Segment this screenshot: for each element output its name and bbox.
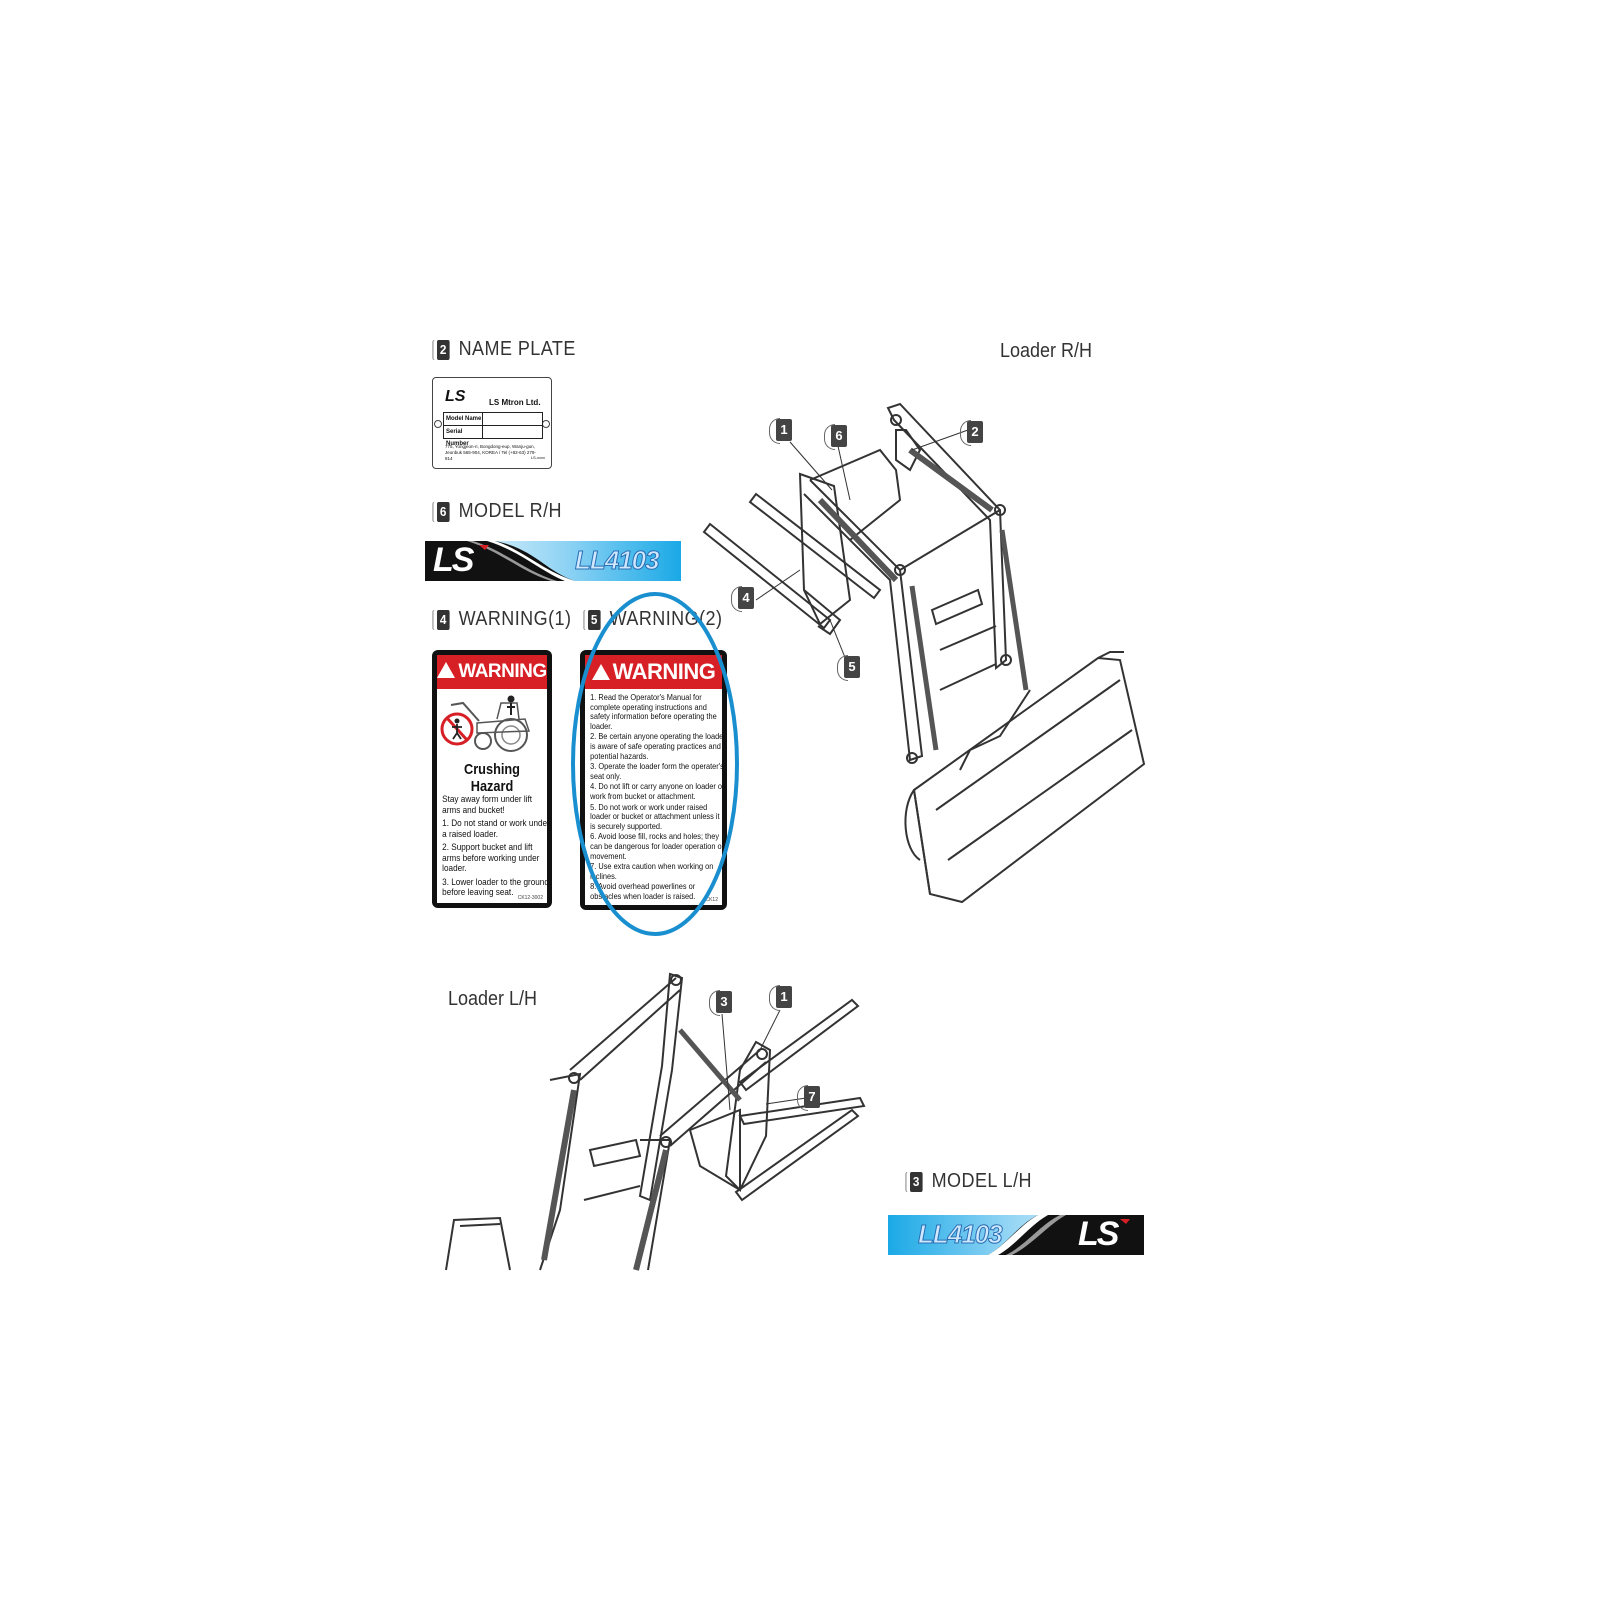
model-lh-title: 3 MODEL L/H: [910, 1170, 1032, 1193]
warning1-header: WARNING: [437, 655, 547, 689]
warning1-item: 3. Lower loader to the ground before lea…: [442, 876, 549, 898]
model-rh-background: [425, 541, 681, 581]
warning-word: WARNING: [612, 659, 716, 684]
mounting-hole: [434, 420, 442, 428]
item-number: 4: [437, 609, 450, 630]
model-rh-decal: LS LL4103: [425, 541, 681, 581]
callout-6-rh: 6: [824, 424, 847, 450]
warning-triangle-icon: [437, 662, 456, 678]
model-name-label: Model Name: [444, 413, 483, 425]
warning1-intro: Stay away form under lift arms and bucke…: [442, 794, 533, 816]
part-code: LS-xxxx: [530, 455, 545, 460]
warning-triangle-icon: [591, 664, 610, 680]
warning1-item: 2. Support bucket and lift arms before w…: [442, 842, 540, 874]
warning2-item: 5. Do not work or work under raised load…: [590, 801, 720, 831]
warning2-item: 7. Use extra caution when working on inc…: [590, 861, 714, 881]
warning2-header: WARNING: [585, 655, 722, 689]
crushing-pictogram-icon: [440, 695, 531, 752]
callout-4-rh: 4: [731, 586, 754, 612]
model-number: LL4103: [918, 1219, 1004, 1250]
warning2-item: 3. Operate the loader form the operater'…: [590, 761, 724, 781]
loader-lh-drawing: [445, 972, 866, 1271]
loader-lh-label: Loader L/H: [448, 988, 538, 1010]
item-number: 5: [588, 609, 601, 630]
nameplate-table: Model Name Serial Number: [443, 412, 543, 447]
section-label: WARNING(1): [458, 608, 572, 630]
model-lh-background: [888, 1215, 1144, 1255]
company-address: 775, Yongjeon-ri, Bongdong-eup, Wanju-gu…: [445, 444, 536, 461]
callout-3-lh: 3: [709, 990, 732, 1016]
callout-1-rh: 1: [769, 418, 792, 444]
warning2-body: WARNING 1. Read the Operator's Manual fo…: [585, 655, 726, 905]
warning2-text: 1. Read the Operator's Manual for comple…: [585, 692, 732, 901]
warning1-decal: WARNING Crushing Hazard Stay away form u…: [432, 650, 552, 908]
model-rh-title: 6 MODEL R/H: [437, 500, 562, 523]
callout-1-lh: 1: [769, 985, 792, 1011]
part-code: CK12-3002: [517, 895, 543, 901]
ls-logo: LS: [433, 541, 474, 579]
section-label: MODEL L/H: [931, 1170, 1033, 1192]
warning2-item: 2. Be certain anyone operating the loade…: [590, 731, 726, 761]
warning2-item: 6. Avoid loose fill, rocks and holes; th…: [590, 831, 725, 861]
loader-rh-label: Loader R/H: [1000, 340, 1093, 362]
warning1-text: Stay away form under lift arms and bucke…: [437, 794, 557, 899]
name-plate-decal: LS LS Mtron Ltd. Model Name Serial Numbe…: [432, 377, 552, 469]
loader-rh-drawing: [702, 402, 1146, 904]
name-plate-title: 2 NAME PLATE: [437, 338, 576, 361]
section-label: MODEL R/H: [458, 500, 563, 522]
item-number: 6: [437, 501, 450, 522]
item-number: 3: [910, 1171, 923, 1192]
warning1-title: 4 WARNING(1): [437, 608, 571, 631]
highlight-ellipse: [571, 592, 739, 936]
warning2-item: 1. Read the Operator's Manual for comple…: [590, 692, 717, 731]
model-lh-decal: LL4103 LS: [888, 1215, 1144, 1255]
callout-7-lh: 7: [797, 1085, 820, 1111]
warning1-item: 1. Do not stand or work under a raised l…: [442, 818, 550, 840]
part-code: CK12: [705, 897, 718, 903]
warning-word: WARNING: [458, 661, 547, 682]
section-label: NAME PLATE: [458, 338, 576, 360]
warning1-body: WARNING Crushing Hazard Stay away form u…: [437, 655, 550, 903]
callout-5-rh: 5: [837, 655, 860, 681]
warning2-item: 4. Do not lift or carry anyone on loader…: [590, 781, 725, 801]
callout-2-rh: 2: [960, 420, 983, 446]
model-number: LL4103: [575, 545, 661, 576]
warning2-item: 8. Avoid overhead powerlines or obstacle…: [590, 881, 696, 901]
serial-number-label: Serial Number: [444, 426, 483, 447]
mounting-hole: [542, 420, 550, 428]
item-number: 2: [437, 339, 450, 360]
ls-logo: LS: [445, 388, 466, 405]
hazard-title: Crushing Hazard: [464, 761, 520, 795]
ls-logo: LS: [1078, 1215, 1119, 1253]
company-name: LS Mtron Ltd.: [489, 398, 541, 407]
warning2-decal: WARNING 1. Read the Operator's Manual fo…: [580, 650, 727, 910]
